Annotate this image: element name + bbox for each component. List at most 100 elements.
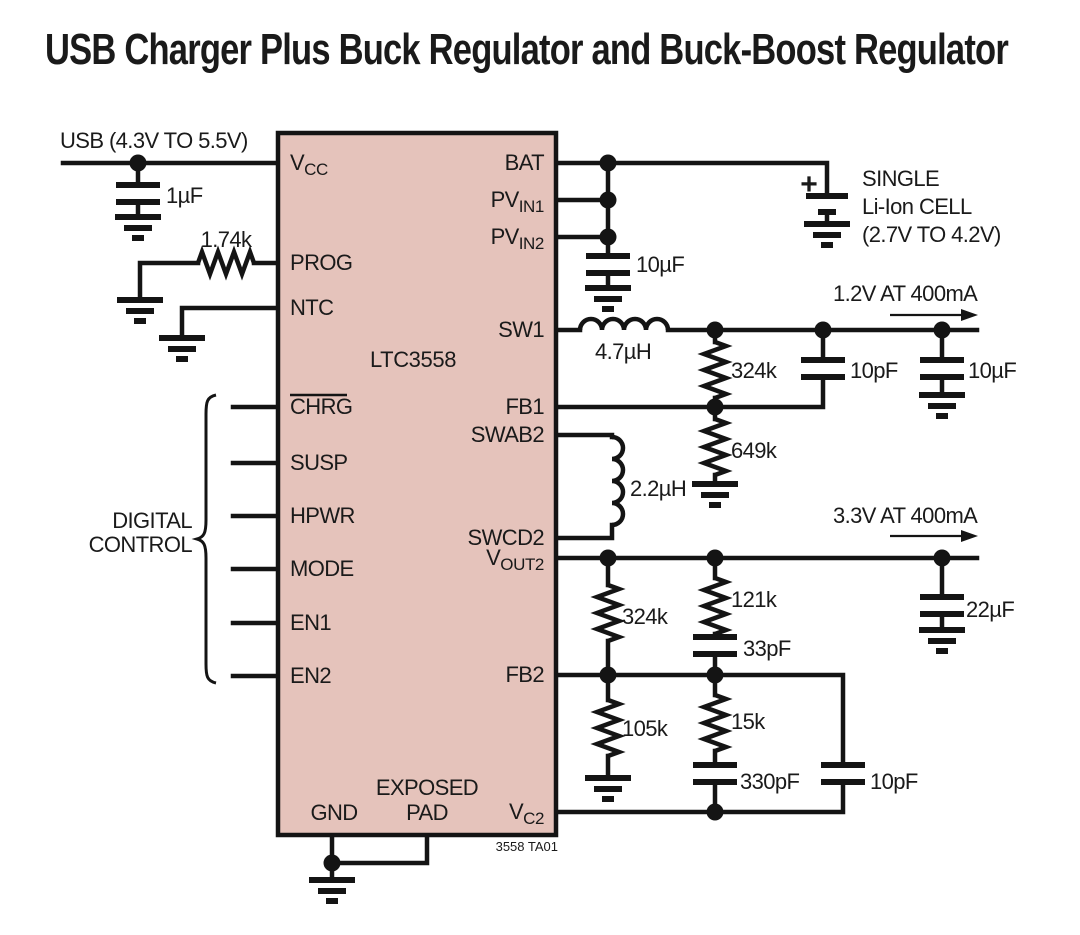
- junction-dot: [706, 321, 724, 339]
- capacitor-c-bat: [586, 256, 630, 273]
- digital-control-brace: [191, 393, 217, 685]
- wires-buckboost: [553, 432, 980, 815]
- pin-label-pvin1: PVIN1: [491, 187, 544, 216]
- label-exposed-pad-line2: PAD: [406, 800, 448, 825]
- ground-symbol: [585, 778, 631, 799]
- value-c-usb: 1µF: [166, 183, 203, 208]
- label-battery-line1: SINGLE: [862, 166, 939, 191]
- wires-power: [553, 160, 830, 291]
- junction-dot: [323, 854, 341, 872]
- junction-dot: [933, 321, 951, 339]
- junction-dot: [933, 549, 951, 567]
- label-digital-control-line2: CONTROL: [89, 532, 193, 557]
- pin-label-fb1: FB1: [505, 394, 544, 419]
- resistor-r-prog: [198, 252, 254, 274]
- schematic-caption: 3558 TA01: [496, 839, 558, 854]
- label-battery-line3: (2.7V TO 4.2V): [862, 222, 1001, 247]
- value-r-fb2-top: 324k: [622, 604, 669, 629]
- ground-symbol: [692, 484, 738, 505]
- value-r-fb2-bot: 105k: [622, 716, 669, 741]
- pin-label-prog: PROG: [290, 250, 352, 275]
- page-title: USB Charger Plus Buck Regulator and Buck…: [45, 25, 1009, 74]
- label-digital-control-line1: DIGITAL: [112, 508, 192, 533]
- ground-symbol: [585, 288, 631, 309]
- pin-label-mode: MODE: [290, 556, 354, 581]
- pin-label-pvin2: PVIN2: [491, 224, 544, 253]
- capacitor-c-comp: [693, 765, 737, 782]
- value-r-fb1-top: 324k: [731, 358, 778, 383]
- value-r-fb2-mid: 121k: [731, 587, 778, 612]
- ground-symbol: [309, 880, 355, 901]
- ic-body: [275, 130, 559, 838]
- pin-label-chrg: CHRG: [290, 394, 352, 419]
- ground-symbol: [159, 338, 205, 359]
- wires-ground-pad: [329, 832, 430, 883]
- pin-label-hpwr: HPWR: [290, 503, 355, 528]
- value-c-fb2: 33pF: [743, 636, 791, 661]
- junction-dot: [599, 549, 617, 567]
- resistor-r-comp: [704, 695, 726, 751]
- label-output2: 3.3V AT 400mA: [833, 503, 978, 528]
- pin-label-en1: EN1: [290, 610, 331, 635]
- junction-dot: [706, 666, 724, 684]
- capacitor-c-out2: [920, 597, 964, 614]
- pin-label-swab2: SWAB2: [471, 422, 545, 447]
- inductor-l2: [612, 437, 623, 525]
- resistor-r-fb2-mid: [704, 578, 726, 634]
- junction-dot: [599, 228, 617, 246]
- pin-label-susp: SUSP: [290, 450, 348, 475]
- resistor-r-fb1-top: [704, 342, 726, 398]
- value-l2: 2.2µH: [630, 476, 686, 501]
- ground-symbol: [919, 630, 965, 651]
- value-r-comp: 15k: [731, 709, 766, 734]
- output2-arrow: [890, 530, 978, 542]
- resistor-r-fb1-bot: [704, 419, 726, 475]
- ground-symbol: [115, 217, 161, 238]
- value-r-fb1-bot: 649k: [731, 438, 778, 463]
- value-r-prog: 1.74k: [201, 227, 253, 252]
- junction-dot: [706, 549, 724, 567]
- battery-cell: [806, 193, 848, 215]
- label-output1: 1.2V AT 400mA: [833, 281, 978, 306]
- pin-label-fb2: FB2: [505, 662, 544, 687]
- label-usb-input: USB (4.3V TO 5.5V): [60, 128, 248, 153]
- label-battery-line2: Li-Ion CELL: [862, 194, 972, 219]
- junction-dot: [599, 154, 617, 172]
- pin-label-swcd2: SWCD2: [468, 525, 545, 550]
- junction-dot: [599, 666, 617, 684]
- capacitor-c-fb2: [693, 637, 737, 654]
- pin-label-ntc: NTC: [290, 295, 334, 320]
- junction-dot: [706, 803, 724, 821]
- value-c-ff1: 10pF: [850, 358, 898, 383]
- junction-dot: [706, 398, 724, 416]
- pin-label-bat: BAT: [505, 150, 545, 175]
- ground-symbol: [117, 300, 163, 321]
- junction-dot: [129, 154, 147, 172]
- junction-dot: [599, 191, 617, 209]
- ic-name: LTC3558: [370, 347, 456, 372]
- value-c-bat: 10µF: [636, 252, 684, 277]
- value-l1: 4.7µH: [595, 339, 651, 364]
- label-exposed-pad-line1: EXPOSED: [376, 775, 478, 800]
- pin-label-vout2: VOUT2: [486, 545, 544, 574]
- capacitor-c-out1: [920, 360, 964, 377]
- capacitor-c-ff2: [821, 765, 865, 782]
- value-c-ff2: 10pF: [870, 769, 918, 794]
- resistor-r-fb2-bot: [597, 700, 619, 756]
- value-c-out2: 22µF: [966, 597, 1014, 622]
- battery-plus-sign: +: [800, 168, 818, 201]
- value-c-comp: 330pF: [740, 769, 800, 794]
- output1-arrow: [890, 309, 978, 321]
- junction-dot: [814, 321, 832, 339]
- pin-label-en2: EN2: [290, 663, 331, 688]
- ground-symbol: [804, 224, 850, 245]
- pin-label-vcc: VCC: [290, 150, 328, 179]
- resistor-r-fb2-top: [597, 585, 619, 641]
- pin-label-vc2: VC2: [509, 799, 544, 828]
- capacitor-c-usb: [116, 185, 160, 202]
- ground-symbol: [919, 395, 965, 416]
- capacitor-c-ff1: [801, 360, 845, 377]
- pin-label-gnd: GND: [310, 800, 357, 825]
